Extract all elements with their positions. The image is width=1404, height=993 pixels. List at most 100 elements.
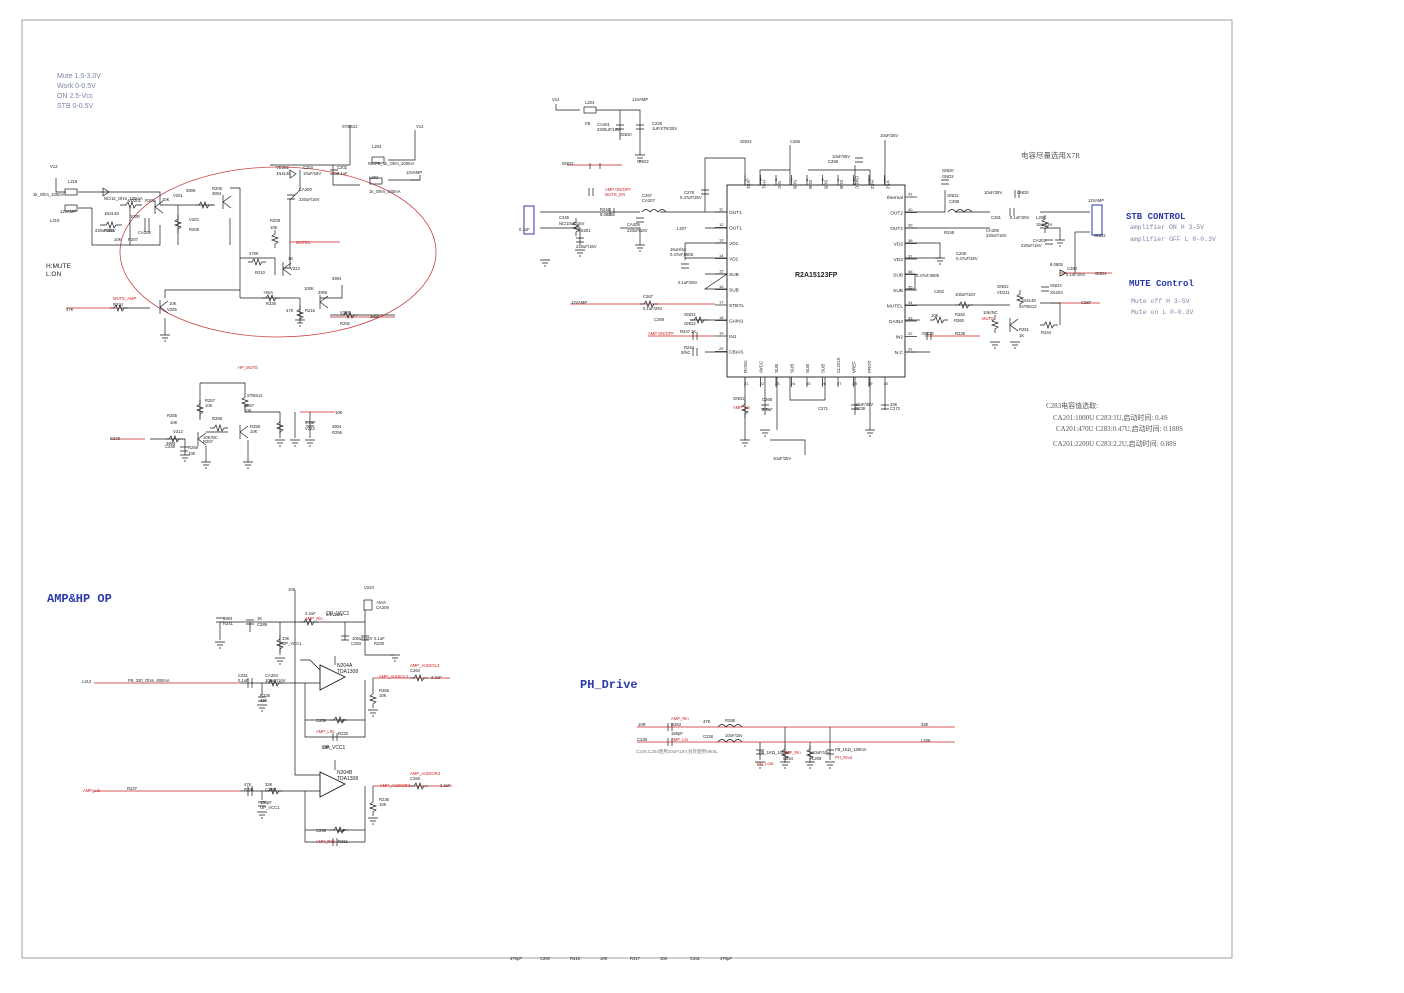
component-label: 10K [188, 451, 196, 456]
component-label: 1K [288, 256, 293, 261]
component-label: 470pF [510, 956, 522, 961]
ic-r2a15123fp [726, 184, 906, 378]
component-label: 10uF/25V [880, 133, 898, 138]
component-label: 8.0805 [1050, 262, 1063, 267]
component-label: R268 [212, 416, 223, 421]
component-label: AMP ON/OFF [648, 331, 674, 336]
ic-pin-number: 41 [908, 192, 913, 197]
ic-pin-label: MUTEL [887, 304, 904, 310]
ic-pin-label: VD1 [729, 241, 739, 247]
component-label: C268 [762, 397, 773, 402]
component-label: MUTE_AMP [113, 296, 136, 301]
component-label: VD201 [128, 198, 141, 203]
component-label: FB [585, 121, 591, 126]
component-label: 2200uF/16V [597, 127, 620, 132]
component-label: 0.1uF/25V [1066, 272, 1086, 277]
ic-pin-label: ROSC [743, 359, 748, 373]
component-label: 10K [270, 225, 278, 230]
component-label: STBS12 [1021, 304, 1037, 309]
hmute-0: H:MUTE [46, 263, 72, 270]
ic-pin-label: SUB [821, 364, 826, 373]
ic-pin-label: OUT1 [729, 210, 742, 216]
component-label: XS201 [578, 228, 591, 233]
component-label: L202 [369, 175, 379, 180]
mute-en-circuit [150, 382, 314, 462]
component-label: GND0 [942, 168, 954, 173]
component-label: R295 [725, 718, 736, 723]
component-label: FB_330_Ohm_600mA [128, 678, 170, 683]
component-label: 1k_Ohm_100mA [369, 189, 401, 194]
component-label: 10K [288, 587, 296, 592]
component-label: FB_1KΩ_100mA [759, 750, 791, 755]
component-label: 3904 [332, 424, 342, 429]
ic-pin-number: 31 [908, 347, 913, 352]
component-label: C245 [559, 215, 570, 220]
ph-note: C228,C254使用10uF/10V,封装使用0805。 [636, 748, 721, 755]
component-label: 1nF [338, 828, 346, 833]
mute-circuit-outline [119, 166, 437, 338]
component-label: PH_Lout [757, 761, 774, 766]
component-label: R207 [128, 237, 139, 242]
component-label: 12VAMP [60, 209, 76, 214]
component-label: CA204 [265, 673, 278, 678]
component-label: AMP_Rin [783, 750, 801, 755]
ic-pin-number: 15 [719, 269, 724, 274]
component-label: L203 [585, 100, 595, 105]
title-stb-control: STB CONTROL [1126, 212, 1185, 222]
component-label: R230 [374, 641, 385, 646]
component-label: V322 [305, 426, 315, 431]
component-label: C249 [165, 444, 176, 449]
opamp-a-part: TDA1308 [337, 669, 358, 675]
c283-row-0: CA201:1000U C283:1U,启动时间: 0.4S [1053, 413, 1168, 422]
component-label: 0/NC [681, 350, 691, 355]
ic-pin-number: 11 [719, 207, 724, 212]
ic-passives [571, 106, 1067, 418]
component-label: R317 [630, 956, 641, 961]
component-label: C250 [410, 776, 421, 781]
component-label: C262 [934, 289, 945, 294]
component-label: 10K [931, 313, 939, 318]
component-label: 220uF/16V [299, 197, 320, 202]
opamp-n204b [319, 771, 347, 798]
component-label: C269 [654, 317, 665, 322]
component-label: STBS12 [342, 124, 358, 129]
stb-line-0: amplifier ON H 3-5V [1130, 224, 1204, 231]
component-label: 470pF [720, 956, 732, 961]
component-label: 100K [304, 286, 314, 291]
component-label: 0.1uF [238, 678, 249, 683]
grounds-amp [215, 641, 400, 825]
ic-pin-number: 2 [868, 177, 871, 182]
opamp-b-part: TDA1308 [337, 776, 358, 782]
component-label: 12VAMP [571, 300, 587, 305]
component-label: 1k_Ohm_100mA [33, 192, 65, 197]
component-label: 0.1uF [519, 227, 530, 232]
ic-pin-label: GAIN2 [889, 319, 904, 325]
ic-pin-label: OUT2 [890, 211, 903, 217]
ic-pin-number: 17 [719, 300, 724, 305]
ic-pin-number: 35 [908, 285, 913, 290]
component-label: C289 [257, 622, 268, 627]
component-label: CA203 [1033, 238, 1046, 243]
component-label: C253 [351, 641, 362, 646]
component-label: CA209 [376, 605, 389, 610]
component-label: GND2 [562, 161, 574, 166]
opamp-a-vcc: OP_VCC1 [326, 611, 350, 617]
ic-pin-number: 32 [908, 331, 913, 336]
component-label: C259 [316, 718, 327, 723]
component-label: 10K/NC [983, 310, 998, 315]
component-label: C260 [540, 956, 551, 961]
ic-pin-label: VD2 [894, 242, 904, 248]
ic-pin-label: VS2 [886, 180, 891, 189]
ic-pin-number: 5 [822, 177, 825, 182]
component-label: 3904 [223, 616, 233, 621]
component-label: CA201 [597, 122, 610, 127]
component-label: +5VA [376, 600, 386, 605]
component-label: 150pF [671, 731, 683, 736]
ic-pin-label: VREF [852, 361, 857, 373]
component-label: R237 [127, 786, 138, 791]
component-label: R251 [1019, 327, 1030, 332]
component-label: R235 [260, 693, 271, 698]
component-label: R261 [338, 839, 349, 844]
component-label: R205 [212, 186, 223, 191]
